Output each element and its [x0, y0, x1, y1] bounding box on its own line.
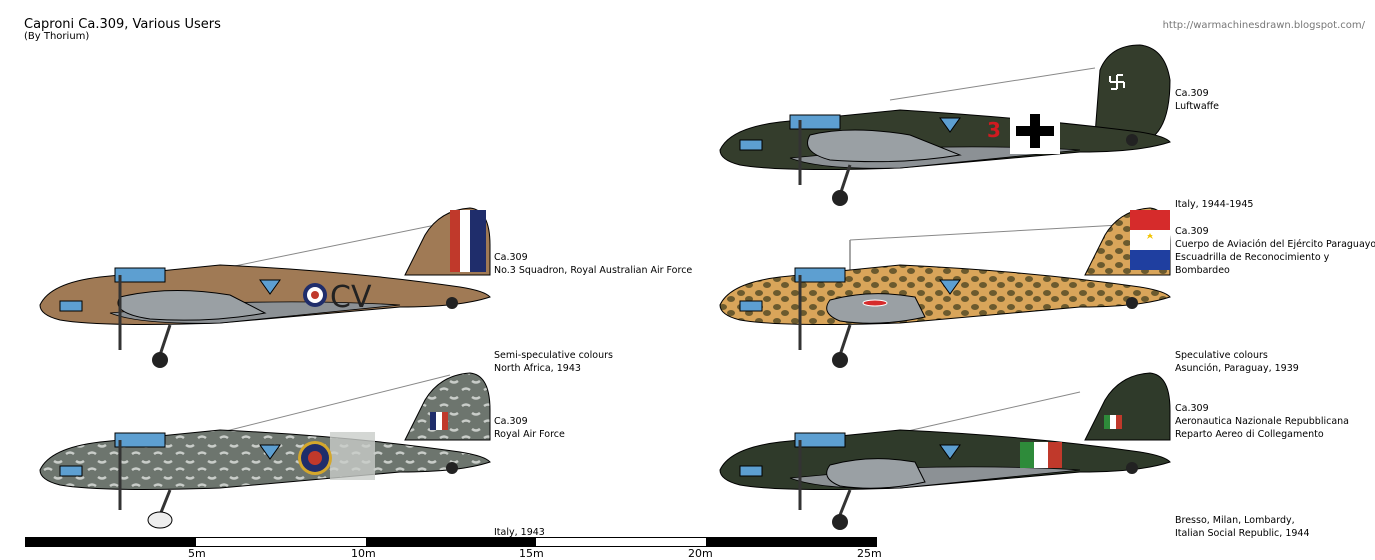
caption-line: Ca.309: [1175, 403, 1209, 414]
plane-luftwaffe: 3: [719, 44, 1171, 206]
caption-line: Bombardeo: [1175, 265, 1230, 276]
caption-line: Ca.309: [1175, 88, 1209, 99]
plane-raf: [39, 372, 491, 529]
plane-paraguay: [719, 207, 1171, 368]
caption-line: Italy, 1944-1945: [1175, 199, 1254, 210]
caption-line: Italian Social Republic, 1944: [1175, 528, 1310, 539]
caption-raf-bottom: Italy, 1943: [494, 526, 545, 539]
caption-line: Bresso, Milan, Lombardy,: [1175, 515, 1295, 526]
caption-paraguay: Ca.309 Cuerpo de Aviación del Ejército P…: [1175, 225, 1375, 277]
caption-line: Semi-speculative colours: [494, 350, 613, 361]
caption-raf: Ca.309 Royal Air Force: [494, 415, 565, 441]
scale-bar: [25, 537, 877, 547]
source-url: http://warmachinesdrawn.blogspot.com/: [1162, 20, 1365, 31]
caption-line: Reparto Aereo di Collegamento: [1175, 429, 1324, 440]
caption-line: Royal Air Force: [494, 429, 565, 440]
caption-line: Cuerpo de Aviación del Ejército Paraguay…: [1175, 239, 1375, 250]
caption-line: Ca.309: [1175, 226, 1209, 237]
caption-line: Ca.309: [494, 252, 528, 263]
scale-segment: [706, 538, 876, 546]
scale-segment: [196, 538, 366, 546]
scale-tick-25m: 25m: [857, 547, 882, 560]
caption-line: Italy, 1943: [494, 527, 545, 538]
caption-line: No.3 Squadron, Royal Australian Air Forc…: [494, 265, 693, 276]
caption-luftwaffe: Ca.309 Luftwaffe: [1175, 87, 1219, 113]
caption-line: Asunción, Paraguay, 1939: [1175, 363, 1299, 374]
scale-segment: [536, 538, 706, 546]
caption-paraguay-top: Italy, 1944-1945: [1175, 198, 1253, 211]
caption-raaf: Ca.309 No.3 Squadron, Royal Australian A…: [494, 251, 692, 277]
plane-raaf: CV: [39, 207, 491, 368]
caption-rsi-top: Speculative colours Asunción, Paraguay, …: [1175, 349, 1299, 375]
caption-line: North Africa, 1943: [494, 363, 581, 374]
page-title: Caproni Ca.309, Various Users: [24, 17, 221, 32]
caption-line: Aeronautica Nazionale Repubblicana: [1175, 416, 1349, 427]
plane-number: 3: [987, 118, 1001, 142]
author-credit: (By Thorium): [24, 31, 90, 42]
scale-tick-10m: 10m: [351, 547, 376, 560]
caption-line: Speculative colours: [1175, 350, 1268, 361]
caption-line: Ca.309: [494, 416, 528, 427]
squadron-code: CV: [330, 280, 372, 315]
scale-segment: [366, 538, 536, 546]
caption-line: Luftwaffe: [1175, 101, 1220, 112]
caption-rsi: Ca.309 Aeronautica Nazionale Repubblican…: [1175, 402, 1349, 441]
scale-tick-15m: 15m: [519, 547, 544, 560]
scale-segment: [26, 538, 196, 546]
scale-tick-20m: 20m: [688, 547, 713, 560]
caption-rsi-bottom: Bresso, Milan, Lombardy, Italian Social …: [1175, 514, 1310, 540]
caption-line: Escuadrilla de Reconocimiento y: [1175, 252, 1330, 263]
caption-raf-top: Semi-speculative colours North Africa, 1…: [494, 349, 613, 375]
plane-rsi: [719, 372, 1171, 530]
scale-tick-5m: 5m: [188, 547, 206, 560]
